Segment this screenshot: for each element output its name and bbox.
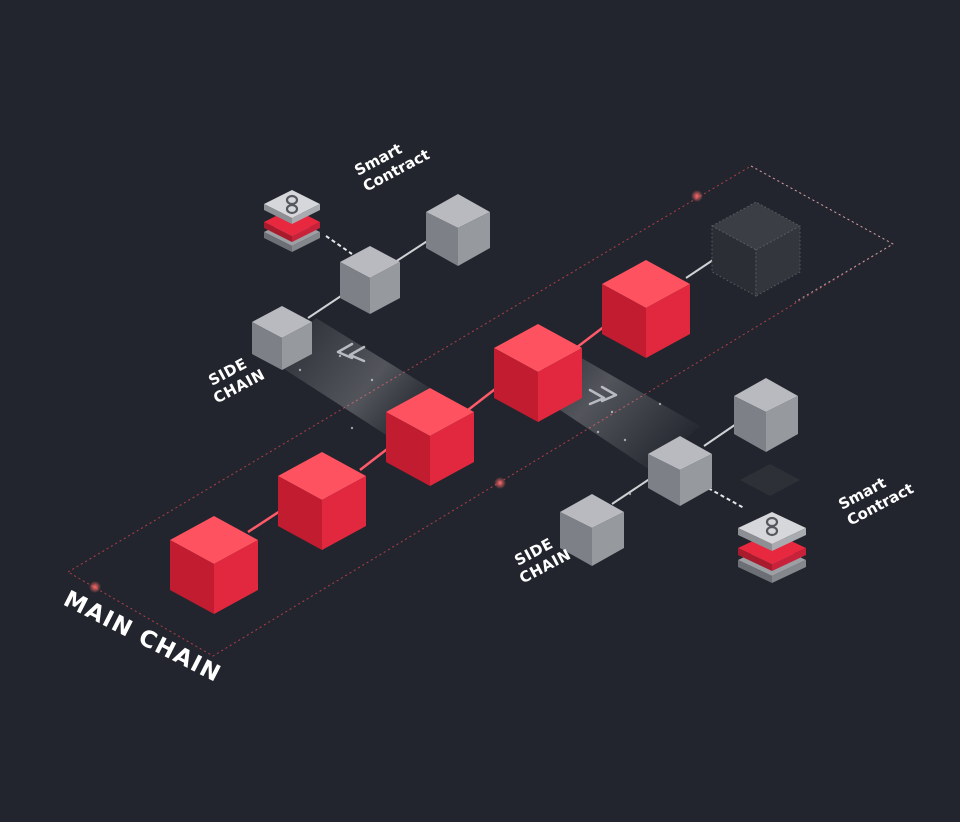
- main-chain-block-5: [602, 260, 690, 358]
- side-chain-label-a: SIDE CHAIN: [205, 354, 268, 407]
- main-to-pending-link: [685, 257, 717, 279]
- main-chain-block-2: [278, 452, 366, 550]
- smart-contract-a: [264, 190, 320, 252]
- main-chain-boundary: [67, 165, 895, 657]
- pending-block: [710, 201, 802, 297]
- side-chain-a-block-2: [340, 246, 400, 314]
- smart-contract-b: [738, 464, 806, 583]
- smart-contract-label-a: Smart Contract: [351, 140, 432, 196]
- chain-link-icon: [765, 516, 779, 537]
- double-chevron-right-icon: [588, 385, 618, 406]
- main-chain-block-4: [494, 324, 582, 422]
- main-chain-block-1: [170, 516, 258, 614]
- chain-link-icon: [285, 194, 299, 215]
- double-chevron-left-icon: [336, 342, 366, 363]
- side-chain-a-block-1: [252, 306, 312, 370]
- boundary-glow-dots: [89, 190, 703, 593]
- main-chain-block-3: [386, 388, 474, 486]
- side-chain-b-block-3: [734, 378, 798, 452]
- side-chain-a-block-3: [426, 194, 490, 266]
- smart-contract-label-b: Smart Contract: [835, 474, 916, 530]
- side-chain-b-block-2: [648, 436, 712, 506]
- side-chain-b-block-1: [560, 494, 624, 566]
